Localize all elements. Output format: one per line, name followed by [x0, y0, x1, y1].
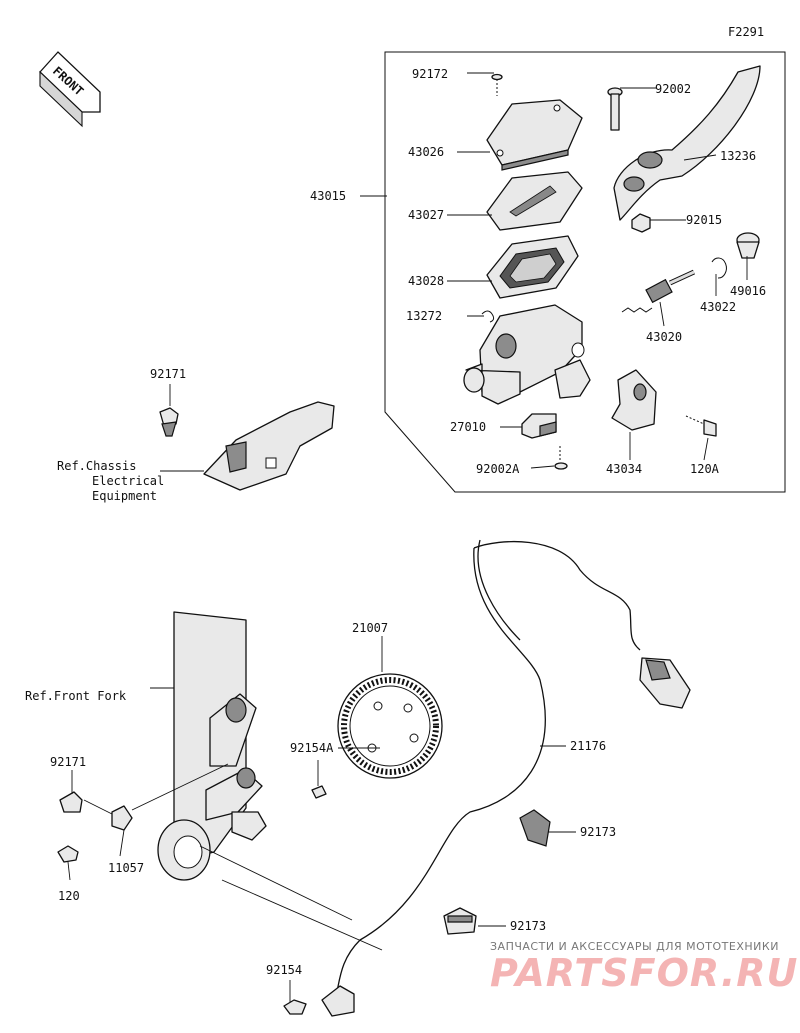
- bolt-120: [57, 845, 79, 863]
- label-21007: 21007: [352, 621, 388, 635]
- ref-front-fork: Ref.Front Fork: [25, 689, 127, 703]
- clamp-11057: [111, 805, 133, 831]
- label-92171-bottom: 92171: [50, 755, 86, 769]
- clip-92171-bottom: [59, 791, 83, 813]
- label-43034: 43034: [606, 462, 642, 476]
- ref-chassis-line2: Electrical: [92, 474, 164, 488]
- label-11057: 11057: [108, 861, 144, 875]
- boot-49016: [736, 232, 760, 259]
- switch-27010: [521, 413, 557, 439]
- chassis-bracket: [203, 401, 335, 491]
- label-43020: 43020: [646, 330, 682, 344]
- label-43027: 43027: [408, 208, 444, 222]
- clip-92171-top: [159, 407, 179, 437]
- pivot-bolt-92002: [607, 87, 623, 131]
- label-92173-upper: 92173: [580, 825, 616, 839]
- connector: [639, 657, 691, 709]
- figure-code: F2291: [728, 25, 764, 39]
- clip-13272: [481, 310, 495, 323]
- screw-92002A: [554, 446, 568, 470]
- label-43015: 43015: [310, 189, 346, 203]
- label-92171-top: 92171: [150, 367, 186, 381]
- clamp-92173-upper: [519, 809, 551, 847]
- circlip-43022: [711, 257, 727, 279]
- label-49016: 49016: [730, 284, 766, 298]
- screw-92172: [491, 73, 503, 96]
- label-92015: 92015: [686, 213, 722, 227]
- clamp-43034: [611, 369, 657, 431]
- front-direction-badge: FRONT: [39, 51, 101, 128]
- bolt-120A: [685, 415, 717, 437]
- watermark-logo: PARTSFOR.RU: [490, 951, 798, 995]
- label-13236: 13236: [720, 149, 756, 163]
- master-cylinder-body-43015: [463, 304, 591, 405]
- label-43026: 43026: [408, 145, 444, 159]
- group-box-43015: [384, 51, 786, 493]
- bolt-92154: [283, 999, 307, 1015]
- front-fork: [157, 611, 267, 881]
- label-92173-lower: 92173: [510, 919, 546, 933]
- diaphragm-plate-43027: [486, 171, 583, 231]
- label-43022: 43022: [700, 300, 736, 314]
- nut-92015: [631, 213, 651, 233]
- label-92172: 92172: [412, 67, 448, 81]
- abs-rotor-21007: [337, 673, 443, 779]
- ref-chassis-line3: Equipment: [92, 489, 157, 503]
- clamp-92173-lower: [443, 907, 477, 935]
- label-92154: 92154: [266, 963, 302, 977]
- watermark-tagline: ЗАПЧАСТИ И АКСЕССУАРЫ ДЛЯ МОТОТЕХНИКИ: [490, 940, 779, 953]
- diaphragm-43028: [486, 235, 579, 299]
- piston-assembly-43020: [621, 269, 696, 313]
- bolt-92154A: [311, 785, 327, 799]
- brake-lever-13236: [613, 65, 761, 221]
- label-13272: 13272: [406, 309, 442, 323]
- ref-chassis-line1: Ref.Chassis: [57, 459, 136, 473]
- abs-sensor-cable-21176: [335, 539, 641, 997]
- abs-sensor-head: [321, 985, 355, 1017]
- label-92154A: 92154A: [290, 741, 334, 755]
- label-43028: 43028: [408, 274, 444, 288]
- label-120A: 120A: [690, 462, 720, 476]
- leader-lines: [67, 72, 748, 1002]
- label-92002A: 92002A: [476, 462, 520, 476]
- label-21176: 21176: [570, 739, 606, 753]
- label-27010: 27010: [450, 420, 486, 434]
- label-92002-top: 92002: [655, 82, 691, 96]
- reservoir-cap-43026: [486, 99, 583, 171]
- label-120: 120: [58, 889, 80, 903]
